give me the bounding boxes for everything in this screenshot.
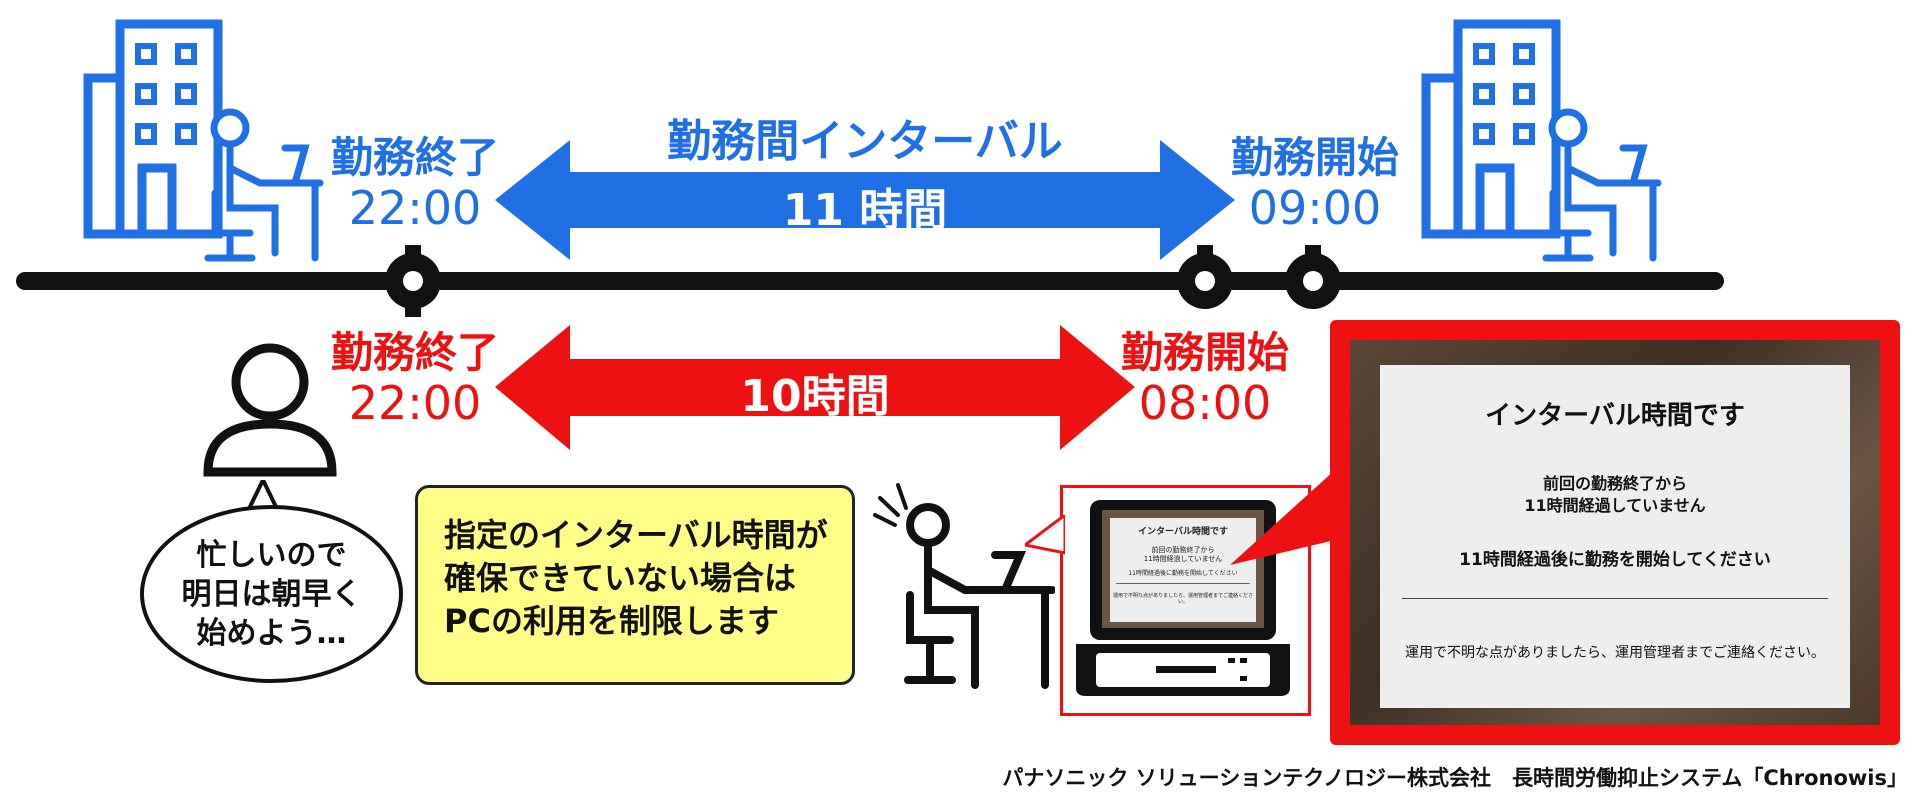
office-building-icon [83, 19, 324, 262]
speech-bubble: 忙しいので 明日は朝早く 始めよう… [140, 505, 403, 683]
speech-line: 忙しいので [196, 537, 347, 573]
speech-line: 始めよう… [196, 615, 347, 651]
office-building-icon [1421, 19, 1662, 262]
bottom-start-label: 勤務開始 [1120, 328, 1289, 377]
mini-popup-line3: 11時間経過後に勤務を開始してください [1128, 570, 1238, 577]
interval-10h-text: 10時間 [740, 371, 890, 422]
bottom-end-label: 勤務終了 [330, 328, 499, 377]
note-line: 確保できていない場合は [444, 559, 797, 598]
top-start-label: 勤務開始 [1230, 133, 1399, 182]
dialog-line1: 前回の勤務終了から [1542, 474, 1687, 493]
timeline-bar [16, 245, 1724, 317]
dialog-title: インターバル時間です [1485, 401, 1745, 431]
interval-label: 勤務間インターバル [667, 116, 1063, 167]
interval-dialog: インターバル時間です 前回の勤務終了から 11時間経過していません 11時間経過… [1380, 365, 1850, 708]
mini-popup-title: インターバル時間です [1138, 527, 1228, 537]
interval-11h-arrow [495, 140, 1235, 260]
callout-tail-left [1025, 515, 1065, 555]
restriction-note: 指定のインターバル時間が 確保できていない場合は PCの利用を制限します [415, 485, 855, 685]
top-end-label: 勤務終了 [330, 133, 499, 182]
note-line: 指定のインターバル時間が [444, 516, 828, 554]
top-start-time: 09:00 [1248, 181, 1382, 235]
callout-tail-right [1230, 470, 1335, 565]
mini-popup-line2: 11時間経過していません [1143, 555, 1223, 563]
dialog-line3: 11時間経過後に勤務を開始してください [1459, 550, 1771, 570]
dialog-line4: 運用で不明な点がありましたら、運用管理者までご連絡ください。 [1405, 645, 1825, 661]
dialog-divider [1402, 598, 1828, 599]
person-icon [203, 343, 337, 477]
speech-line: 明日は朝早く [181, 576, 362, 612]
laptop-icon [1076, 500, 1290, 696]
bottom-end-time: 22:00 [348, 376, 482, 430]
interval-11h-text: 11 時間 [782, 185, 948, 236]
mini-popup-divider [1116, 583, 1250, 584]
dialog-line2: 11時間経過していません [1524, 496, 1706, 515]
mini-popup-line4: 運用で不明な点がありましたら、運用管理者までご連絡ください。 [1112, 593, 1253, 605]
interval-10h-arrow [495, 325, 1135, 450]
footer-credit: パナソニック ソリューションテクノロジー株式会社 長時間労働抑止システム「Chr… [1002, 766, 1908, 790]
note-line: PCの利用を制限します [444, 602, 779, 641]
bottom-start-time: 08:00 [1138, 376, 1272, 430]
top-end-time: 22:00 [348, 181, 482, 235]
worker-at-desk-icon [873, 483, 1055, 689]
mini-popup-line1: 前回の勤務終了から [1151, 546, 1215, 554]
